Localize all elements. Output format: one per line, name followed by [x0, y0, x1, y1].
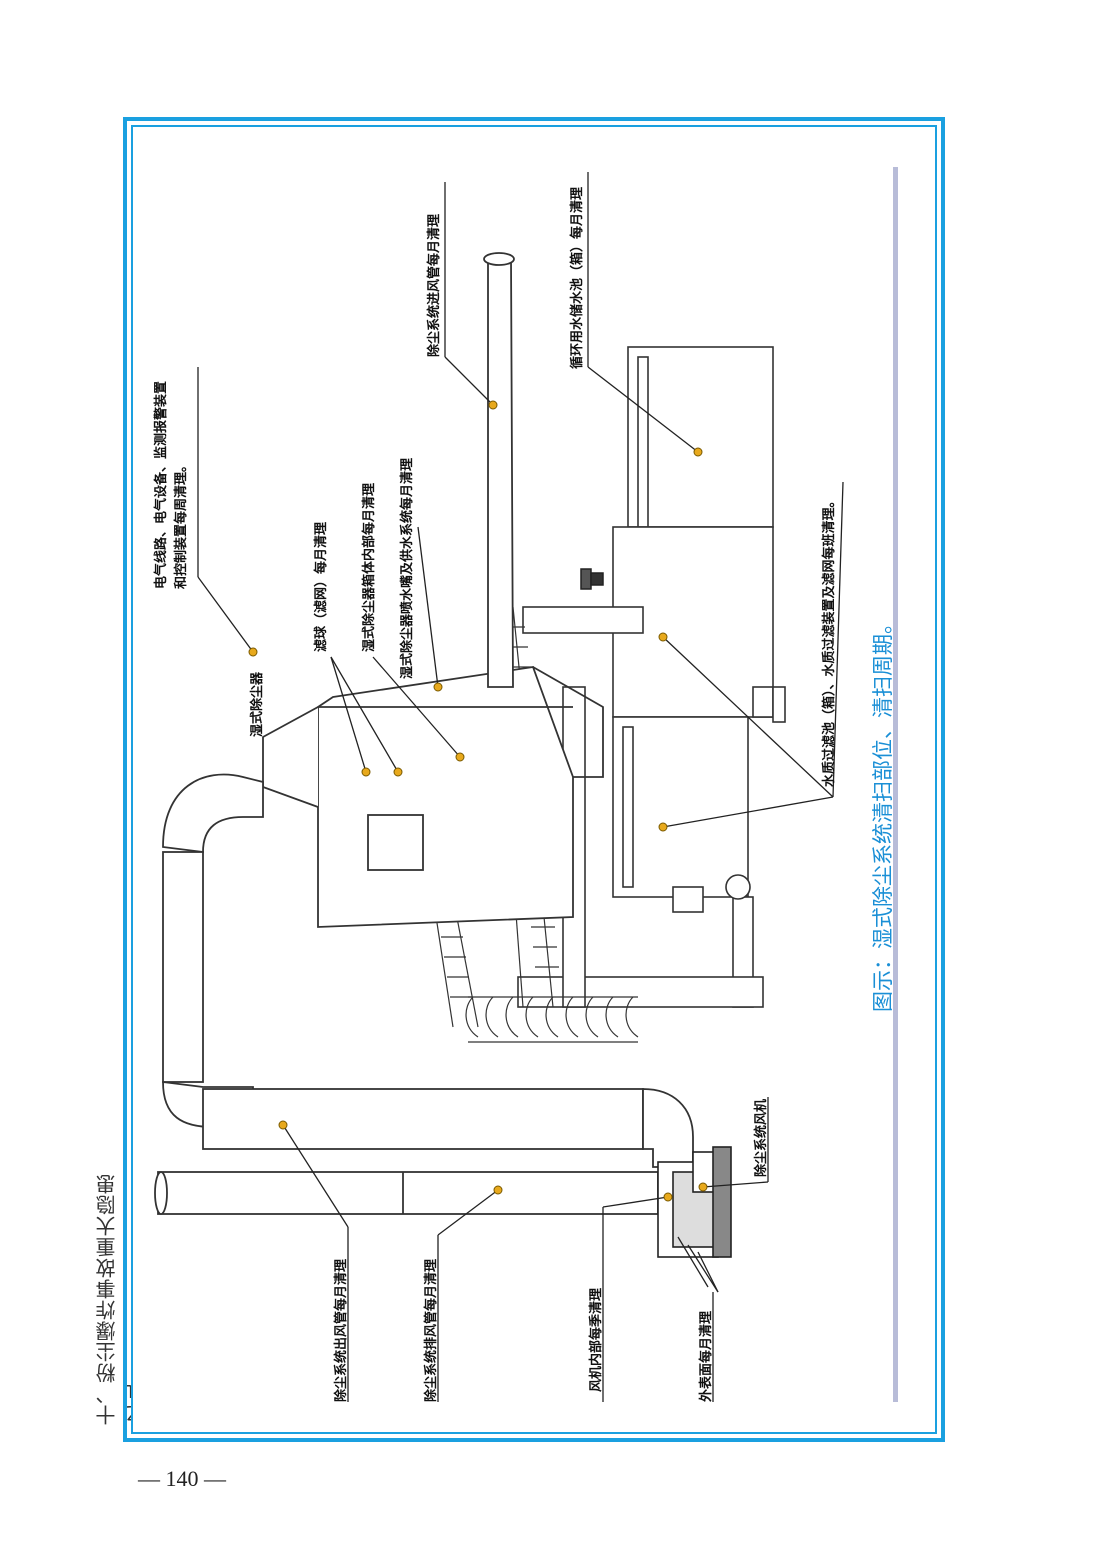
label-water-filter: 水质过滤池（箱）、水质过滤装置及滤网每班清理。: [821, 494, 837, 787]
figure-drawing: 湿式除尘器 电气线路、电气设备、监测报警装置 和控制装置每周清理。 滤球（滤网）…: [153, 167, 898, 1403]
label-electrical-1: 电气线路、电气设备、监测报警装置: [153, 381, 169, 589]
running-head: 十、粉尘爆炸事故重大隐患之九: [95, 1173, 148, 1425]
label-filter-ball: 滤球（滤网）每月清理: [313, 522, 329, 652]
label-spray-nozzle: 湿式除尘器喷水嘴及供水系统每月清理: [399, 458, 415, 679]
label-electrical-2: 和控制装置每周清理。: [173, 459, 189, 589]
exhaust-duct: [154, 1171, 659, 1215]
label-inlet-duct: 除尘系统进风管每月清理: [426, 214, 442, 357]
collector-body: [262, 666, 604, 928]
label-outlet-duct: 除尘系统出风管每月清理: [333, 1259, 349, 1402]
page-number: — 140 —: [138, 1466, 226, 1491]
leader-lines: [197, 172, 844, 1402]
side-bar: [893, 167, 898, 1402]
inlet-duct: [483, 252, 515, 688]
label-fan-interior: 风机内部每季清理: [588, 1288, 604, 1392]
callout-dots: [248, 400, 708, 1202]
label-fan-exterior: 外表面每月清理: [698, 1311, 714, 1403]
label-collector-interior: 湿式除尘器箱体内部每月清理: [361, 483, 377, 652]
fan-unit: [657, 1146, 732, 1258]
pump: [580, 568, 604, 590]
figure-frame-outer: [123, 117, 945, 1442]
coil-base: [465, 996, 639, 1043]
figure-caption: 图示：湿式除尘系统清扫部位、清扫周期。: [871, 613, 895, 1012]
label-circulation-tank: 循环用水储水池（箱）每月清理: [569, 187, 585, 369]
label-wet-collector: 湿式除尘器: [249, 671, 265, 737]
label-exhaust-duct: 除尘系统排风管每月清理: [423, 1259, 439, 1402]
label-fan: 除尘系统风机: [753, 1099, 769, 1177]
outlet-duct: [162, 773, 694, 1168]
